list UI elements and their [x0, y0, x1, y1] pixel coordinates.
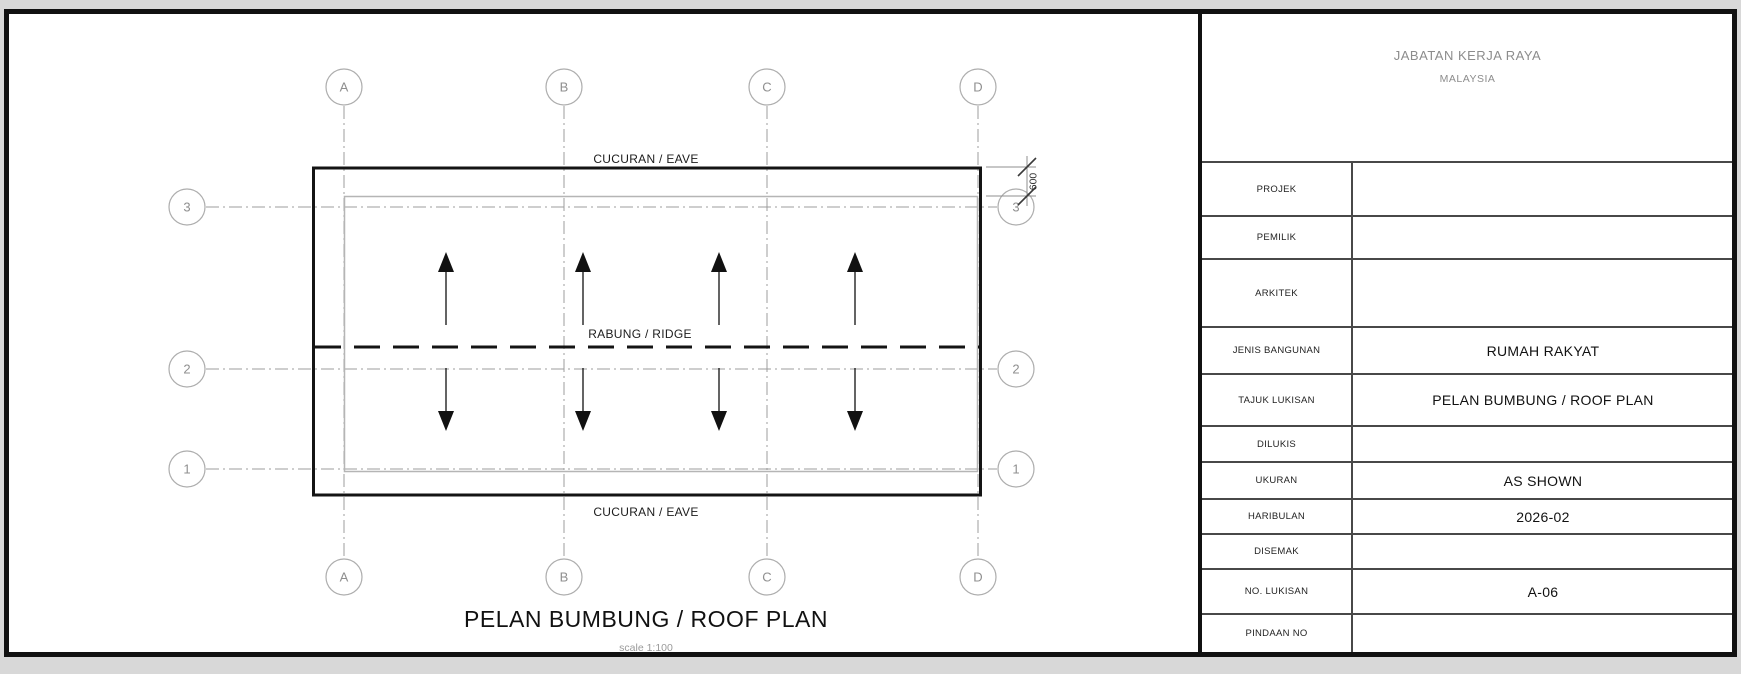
grid-bubbles-left: 3 2 1 [168, 188, 206, 488]
title-block-header: JABATAN KERJA RAYA MALAYSIA [1202, 14, 1733, 163]
grid-bubble-2-left [168, 350, 206, 388]
grid-bubble-b-bottom [545, 558, 583, 596]
title-block-row-dilukis: DILUKIS [1202, 427, 1733, 463]
title-block-row-jenis-bangunan: JENIS BANGUNAN RUMAH RAKYAT [1202, 328, 1733, 375]
row-label: TAJUK LUKISAN [1202, 375, 1353, 425]
grid-bubble-3-left [168, 188, 206, 226]
row-label: HARIBULAN [1202, 500, 1353, 533]
title-block-row-no-lukisan: NO. LUKISAN A-06 [1202, 570, 1733, 615]
grid-bubble-c-top-label: C [762, 80, 771, 95]
title-block-row-tajuk-lukisan: TAJUK LUKISAN PELAN BUMBUNG / ROOF PLAN [1202, 375, 1733, 427]
grid-bubble-a-bottom-label: A [340, 570, 349, 585]
row-label: ARKITEK [1202, 260, 1353, 326]
eave-dimension: 600 [986, 156, 1040, 206]
slope-arrow-up-icon [711, 252, 727, 325]
eave-label-bottom: CUCURAN / EAVE [593, 505, 698, 519]
grid-bubbles-bottom: A B C D [325, 558, 997, 596]
grid-bubble-a-top [325, 68, 363, 106]
drawing-title: PELAN BUMBUNG / ROOF PLAN [464, 606, 828, 632]
slope-arrow-down-icon [711, 368, 727, 431]
title-block-row-haribulan: HARIBULAN 2026-02 [1202, 500, 1733, 535]
grid-bubble-a-top-label: A [340, 80, 349, 95]
grid-bubble-d-top [959, 68, 997, 106]
row-label: UKURAN [1202, 463, 1353, 498]
grid-bubble-1-right-label: 1 [1012, 462, 1019, 477]
grid-bubble-c-top [748, 68, 786, 106]
title-block: JABATAN KERJA RAYA MALAYSIA PROJEK PEMIL… [1198, 14, 1733, 652]
ridge-label: RABUNG / RIDGE [588, 327, 692, 341]
grid-row-lines [206, 206, 997, 470]
agency-country: MALAYSIA [1439, 73, 1496, 85]
grid-bubble-a-bottom [325, 558, 363, 596]
row-label: NO. LUKISAN [1202, 570, 1353, 613]
grid-bubbles-top: A B C D [325, 68, 997, 106]
agency-name: JABATAN KERJA RAYA [1393, 48, 1542, 63]
title-block-row-projek: PROJEK [1202, 163, 1733, 217]
row-label: PROJEK [1202, 163, 1353, 215]
row-value [1353, 535, 1733, 568]
grid-bubble-1-left-label: 1 [183, 462, 190, 477]
row-value: PELAN BUMBUNG / ROOF PLAN [1432, 392, 1654, 408]
building-outline [343, 195, 979, 473]
grid-bubble-1-left [168, 450, 206, 488]
grid-bubbles-right: 3 2 1 [997, 188, 1035, 488]
grid-bubble-d-bottom [959, 558, 997, 596]
grid-bubble-b-bottom-label: B [560, 570, 569, 585]
slope-arrow-up-icon [575, 252, 591, 325]
row-label: PEMILIK [1202, 217, 1353, 258]
row-label: DISEMAK [1202, 535, 1353, 568]
row-value [1353, 217, 1733, 258]
grid-bubble-d-bottom-label: D [973, 570, 982, 585]
grid-bubble-2-right [997, 350, 1035, 388]
row-value [1353, 615, 1733, 652]
row-label: DILUKIS [1202, 427, 1353, 461]
dimension-tick [1017, 186, 1037, 206]
eave-label-top: CUCURAN / EAVE [593, 152, 698, 166]
slope-arrow-up-icon [438, 252, 454, 325]
row-value: RUMAH RAKYAT [1486, 342, 1600, 359]
slope-arrows-up [438, 252, 863, 325]
grid-bubble-3-right-label: 3 [1012, 200, 1019, 215]
row-label: PINDAAN NO [1202, 615, 1353, 652]
row-value [1353, 427, 1733, 461]
row-value: A-06 [1527, 583, 1559, 600]
grid-bubble-2-right-label: 2 [1012, 362, 1019, 377]
row-label: JENIS BANGUNAN [1202, 328, 1353, 373]
grid-bubble-2-left-label: 2 [183, 362, 190, 377]
row-value [1353, 163, 1733, 215]
slope-arrow-up-icon [847, 252, 863, 325]
slope-arrow-down-icon [847, 368, 863, 431]
slope-arrows-down [438, 368, 863, 431]
grid-bubble-c-bottom-label: C [762, 570, 771, 585]
roof-outline [312, 166, 982, 497]
slope-arrow-down-icon [575, 368, 591, 431]
grid-bubble-3-left-label: 3 [183, 200, 190, 215]
sheet-background [4, 9, 1737, 657]
drawing-scale-note: scale 1:100 [619, 642, 673, 654]
slope-arrow-down-icon [438, 368, 454, 431]
title-block-row-disemak: DISEMAK [1202, 535, 1733, 570]
row-value: AS SHOWN [1503, 472, 1583, 489]
grid-bubble-b-top [545, 68, 583, 106]
title-block-row-ukuran: UKURAN AS SHOWN [1202, 463, 1733, 500]
title-block-row-arkitek: ARKITEK [1202, 260, 1733, 328]
grid-bubble-1-right [997, 450, 1035, 488]
grid-bubble-c-bottom [748, 558, 786, 596]
row-value [1353, 260, 1733, 326]
dimension-value: 600 [1028, 173, 1040, 191]
grid-bubble-b-top-label: B [560, 80, 569, 95]
grid-bubble-d-top-label: D [973, 80, 982, 95]
title-block-row-pemilik: PEMILIK [1202, 217, 1733, 260]
title-block-row-pindaan-no: PINDAAN NO [1202, 615, 1733, 652]
dimension-tick [1017, 157, 1037, 177]
row-value: 2026-02 [1516, 508, 1570, 525]
